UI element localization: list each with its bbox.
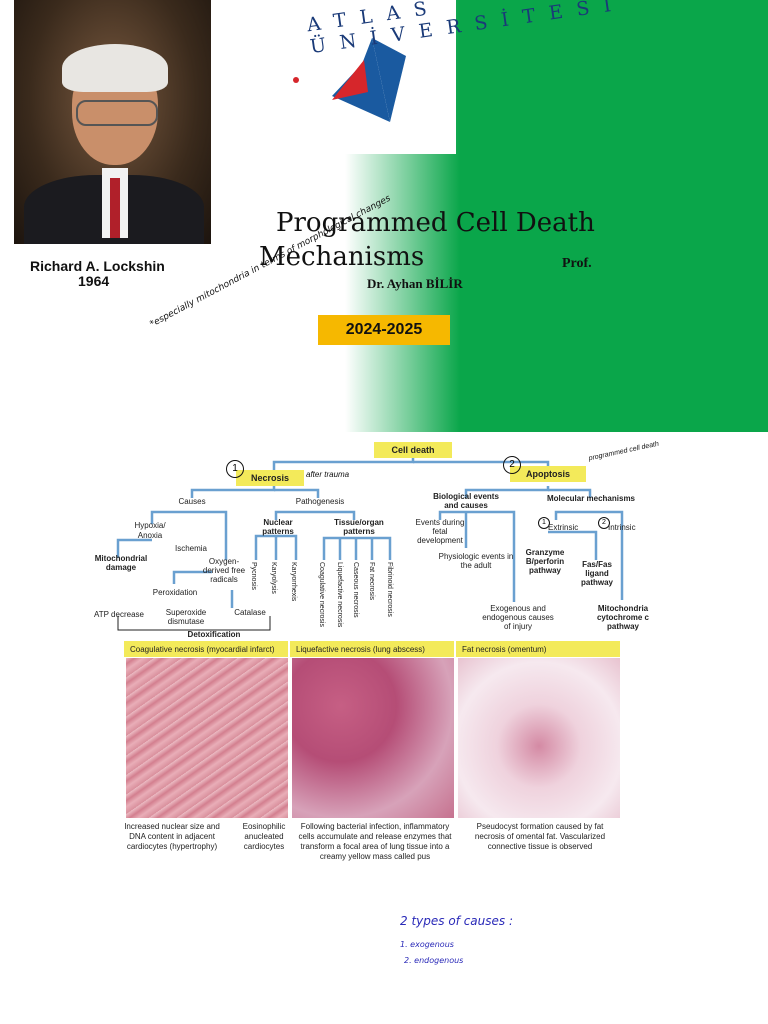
fas-label: Fas/Fas ligand pathway xyxy=(580,560,613,587)
peroxidation-label: Peroxidation xyxy=(152,588,198,597)
cell-death-box: Cell death xyxy=(374,442,452,458)
university-logo: ATLAS ÜNİVERSİTESİ xyxy=(268,0,626,154)
detoxification-label: Detoxification xyxy=(187,630,241,639)
intrinsic-number: 2 xyxy=(598,517,610,529)
oxygen-radicals-label: Oxygen-derived free radicals xyxy=(202,557,246,584)
title-line1: Programmed Cell Death xyxy=(276,208,595,238)
atp-decrease-label: ATP decrease xyxy=(94,610,144,619)
portrait-photo xyxy=(14,0,211,244)
panel-1-title: Coagulative necrosis (myocardial infarct… xyxy=(124,641,288,657)
nuclear-item-1: Pycnosis xyxy=(250,562,257,591)
events-fetal-label: Events during fetal development xyxy=(415,518,465,545)
catalase-label: Catalase xyxy=(234,608,266,617)
causes-label: Causes xyxy=(178,497,206,506)
necrosis-box: Necrosis xyxy=(236,470,304,486)
micrograph-fat xyxy=(458,658,620,818)
physiologic-events-label: Physiologic events in the adult xyxy=(438,552,514,570)
apoptosis-number-annotation: 2 xyxy=(503,456,521,474)
extrinsic-label: Extrinsic xyxy=(548,523,579,532)
exogenous-causes-label: Exogenous and endogenous causes of injur… xyxy=(482,604,554,631)
micrograph-coagulative xyxy=(126,658,288,818)
panel-1-caption-1: Increased nuclear size and DNA content i… xyxy=(124,822,220,851)
atlas-logo-icon xyxy=(293,21,421,139)
pathogenesis-label: Pathogenesis xyxy=(295,497,345,506)
micrograph-liquefactive xyxy=(292,658,454,818)
extrinsic-number: 1 xyxy=(538,517,550,529)
intrinsic-label: Intrinsic xyxy=(608,523,636,532)
mitochondria-pathway-label: Mitochondria cytochrome c pathway xyxy=(596,604,650,631)
year-badge: 2024-2025 xyxy=(318,315,450,345)
prof-label: Prof. xyxy=(562,256,592,271)
notes-item-1: 1. exogenous xyxy=(400,940,454,949)
superoxide-label: Superoxide dismutase xyxy=(165,608,207,626)
nuclear-patterns-label: Nuclear patterns xyxy=(262,518,294,536)
photo-caption-name: Richard A. Lockshin xyxy=(30,258,165,274)
tissue-item-2: Liquefactive necrosis xyxy=(336,562,343,628)
author-name: Dr. Ayhan BİLİR xyxy=(367,276,463,291)
nuclear-item-2: Karyolysis xyxy=(270,562,277,594)
ischemia-label: Ischemia xyxy=(174,544,207,553)
molecular-mechanisms-label: Molecular mechanisms xyxy=(546,494,636,503)
photo-caption-year: 1964 xyxy=(78,273,110,289)
panel-2-title: Liquefactive necrosis (lung abscess) xyxy=(290,641,454,657)
tissue-item-5: Fibrinoid necrosis xyxy=(386,562,393,617)
hypoxia-label: Hypoxia/ xyxy=(134,521,166,530)
necrosis-annotation: after trauma xyxy=(306,470,350,479)
nuclear-item-3: Karyorrhexis xyxy=(290,562,297,602)
panel-2-caption: Following bacterial infection, inflammat… xyxy=(298,822,452,861)
notes-item-2: 2. endogenous xyxy=(404,956,464,965)
tissue-item-1: Coagulative necrosis xyxy=(318,562,325,627)
mitochondrial-damage-label: Mitochondrial damage xyxy=(94,554,148,572)
notes-heading: 2 types of causes : xyxy=(400,914,514,928)
diagram-lines xyxy=(116,458,624,631)
panel-3-title: Fat necrosis (omentum) xyxy=(456,641,620,657)
granzyme-label: Granzyme B/perforin pathway xyxy=(525,548,565,575)
tissue-item-4: Fat necrosis xyxy=(368,562,375,601)
biological-events-label: Biological events and causes xyxy=(433,492,499,510)
title-line2: Mechanisms xyxy=(259,242,425,272)
tissue-patterns-label: Tissue/organ patterns xyxy=(334,518,384,536)
necrosis-number-annotation: 1 xyxy=(226,460,244,478)
panel-1-caption-2: Eosinophilic anucleated cardiocytes xyxy=(242,822,286,851)
tissue-item-3: Caseous necrosis xyxy=(352,562,359,618)
panel-3-caption: Pseudocyst formation caused by fat necro… xyxy=(474,822,606,851)
anoxia-label: Anoxia xyxy=(137,531,163,540)
apoptosis-box: Apoptosis xyxy=(510,466,586,482)
